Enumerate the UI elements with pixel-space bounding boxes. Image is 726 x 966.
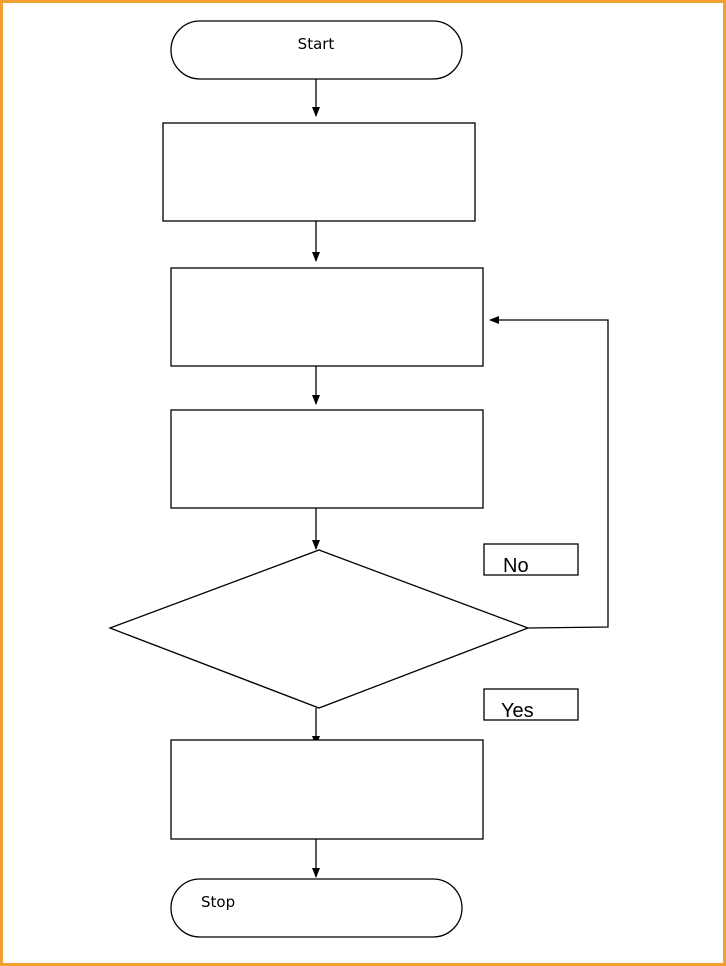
stop-label: Stop (201, 893, 235, 911)
start-label: Start (298, 35, 335, 53)
yes-label-box (483, 688, 579, 721)
no-label-box (483, 543, 579, 576)
process-box-1 (162, 122, 476, 222)
process-box-4 (170, 739, 484, 840)
process-box-3 (170, 409, 484, 509)
process-box-2 (170, 267, 484, 367)
no-label: No (503, 555, 529, 577)
stop-terminal (170, 878, 463, 938)
loop-back-connector (489, 316, 609, 629)
yes-label: Yes (501, 700, 534, 722)
decision-diamond (108, 549, 530, 709)
